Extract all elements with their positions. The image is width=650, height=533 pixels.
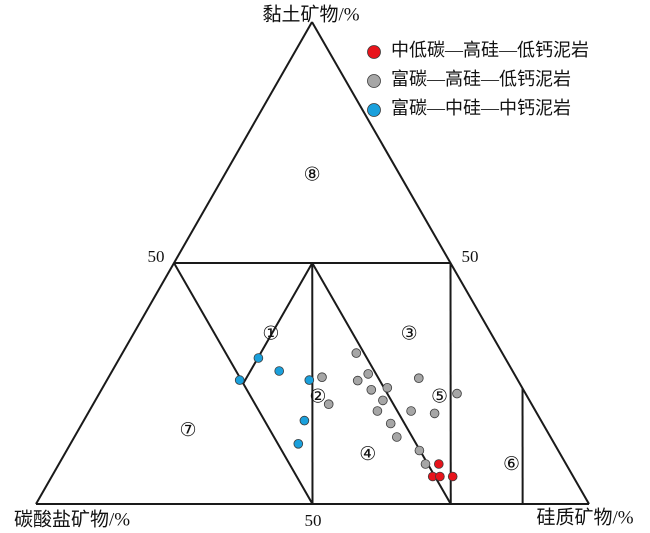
data-point-series-2-10 [323, 399, 334, 410]
data-point-series-2-13 [429, 408, 440, 419]
data-point-series-2-6 [363, 369, 374, 379]
data-point-series-2-5 [352, 375, 363, 386]
data-point-series-2-9 [378, 395, 388, 406]
data-point-series-1-4 [433, 459, 444, 469]
data-point-series-3-1 [253, 353, 264, 363]
data-point-series-2-4 [317, 372, 327, 383]
zone-label-7: ⑦ [179, 420, 196, 441]
legend-label-1: 中低碳—高硅—低钙泥岩 [391, 40, 589, 60]
data-point-series-2-16 [414, 445, 425, 456]
zone-labels: ① ② ③ ④ ⑤ ⑥ ⑦ ⑧ [179, 165, 520, 475]
triangle-frame [35, 21, 590, 505]
data-point-series-3-5 [299, 415, 310, 426]
legend-marker-1 [367, 45, 381, 59]
data-point-series-2-7 [366, 384, 377, 395]
data-point-series-3-6 [293, 438, 304, 449]
data-point-series-2-15 [391, 432, 402, 442]
data-point-series-2-2 [413, 373, 424, 384]
data-point-series-3-3 [234, 375, 245, 385]
legend-label-2: 富碳—高硅—低钙泥岩 [391, 69, 571, 89]
legend-label-3: 富碳—中硅—中钙泥岩 [391, 98, 571, 118]
data-point-series-1-3 [447, 471, 458, 482]
tick-label-right-50: 50 [462, 247, 479, 266]
data-point-series-2-17 [420, 459, 431, 469]
tick-label-bottom-50: 50 [305, 511, 322, 530]
axis-title-clay: 黏土矿物/% [262, 3, 359, 25]
axis-title-carbonate: 碳酸盐矿物/% [14, 508, 130, 530]
data-point-series-2-14 [385, 418, 396, 429]
data-point-series-1-2 [435, 471, 445, 482]
data-point-series-3-2 [274, 366, 285, 376]
zone-label-4: ④ [359, 444, 376, 465]
zone-label-5: ⑤ [431, 386, 448, 407]
data-point-series-2-12 [406, 406, 416, 416]
data-point-series-2-11 [372, 406, 383, 416]
zone-label-1: ① [262, 324, 279, 345]
zone-label-6: ⑥ [503, 454, 520, 475]
zone-label-2: ② [309, 386, 326, 407]
data-point-series-3-4 [304, 375, 315, 385]
legend-marker-2 [367, 74, 381, 88]
data-points [234, 348, 462, 482]
zone-label-8: ⑧ [304, 165, 321, 186]
tick-label-left-50: 50 [148, 247, 165, 266]
axis-title-silica: 硅质矿物/% [536, 506, 633, 528]
legend-marker-3 [367, 103, 381, 117]
boundary-c [242, 262, 314, 384]
data-point-series-2-8 [382, 382, 393, 393]
boundary-inner-c [311, 262, 452, 505]
data-point-series-2-1 [351, 348, 362, 358]
zone-label-3: ③ [401, 324, 418, 345]
data-point-series-2-3 [452, 388, 462, 399]
